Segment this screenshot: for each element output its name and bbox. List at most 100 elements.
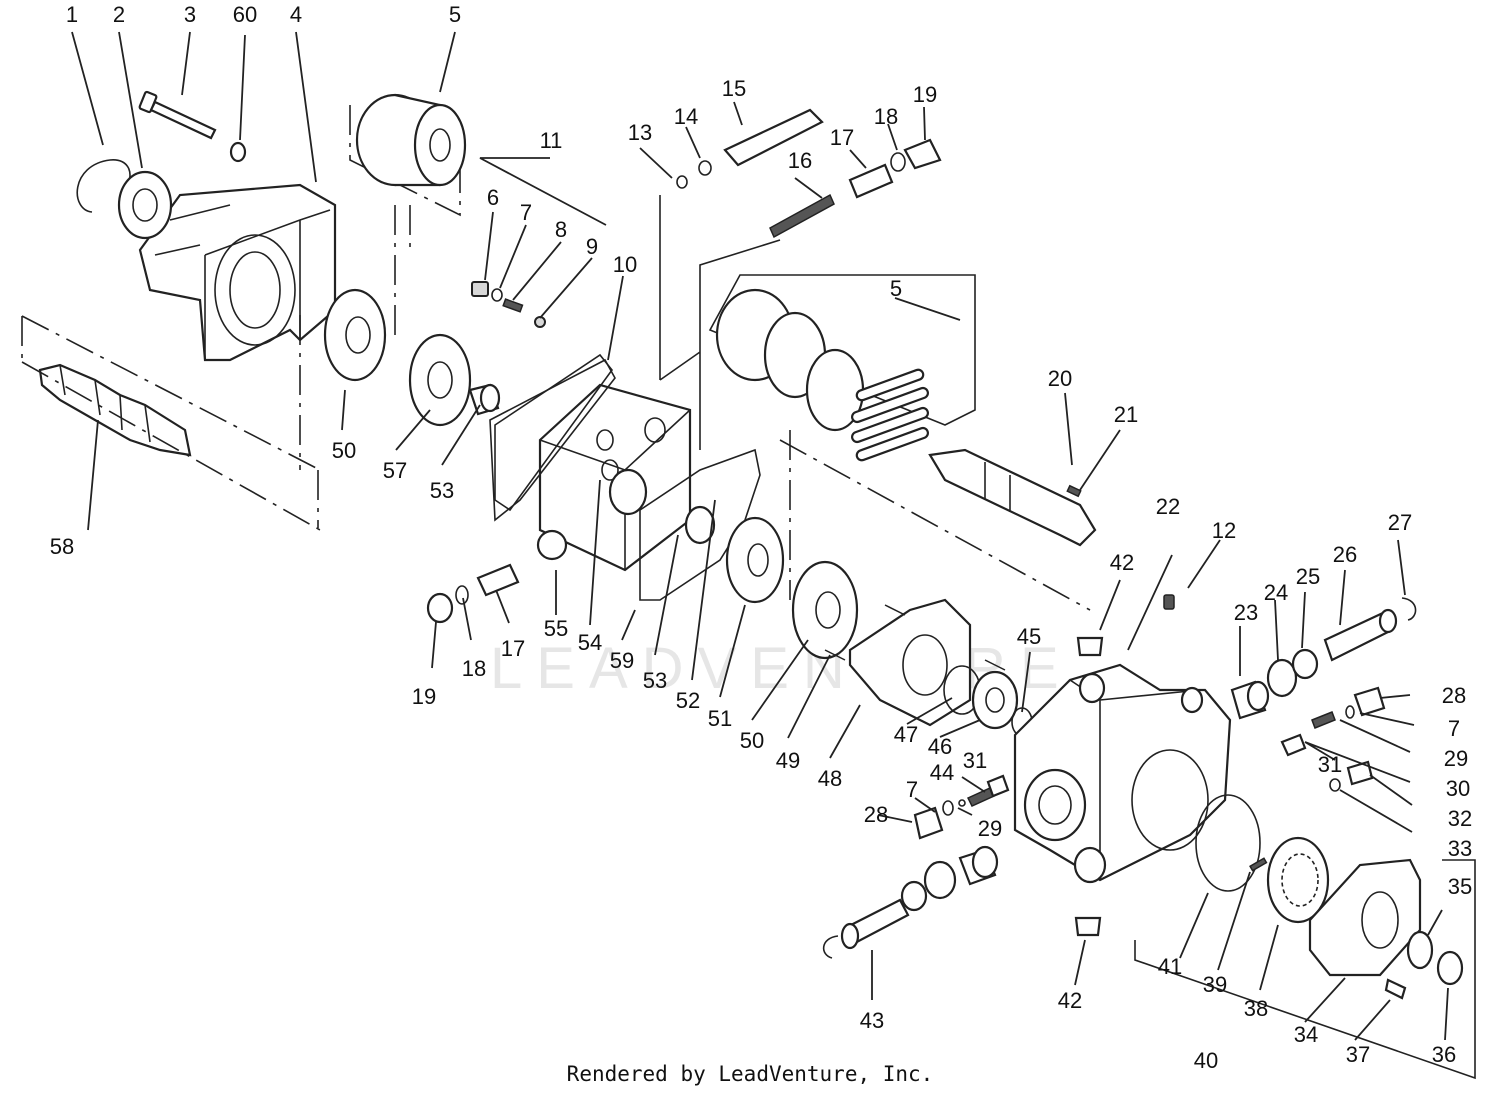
bearing-2	[117, 170, 173, 240]
callout-25: 25	[1296, 564, 1320, 589]
callout-52: 52	[676, 688, 700, 713]
shaft-20	[928, 448, 1097, 547]
callout-20: 20	[1048, 366, 1072, 391]
callout-30: 30	[1446, 776, 1470, 801]
callout-7-center: 7	[906, 777, 918, 802]
pin-39	[1249, 857, 1268, 872]
callout-24: 24	[1264, 580, 1288, 605]
callout-13: 13	[628, 120, 652, 145]
callout-12: 12	[1212, 518, 1236, 543]
callout-38: 38	[1244, 996, 1268, 1021]
thrust-washer-50-right	[791, 560, 859, 660]
shaft-43	[822, 845, 999, 959]
callout-10: 10	[613, 252, 637, 277]
swashplate-bearing-51	[725, 516, 785, 604]
credit-line: Rendered by LeadVenture, Inc.	[566, 1062, 934, 1086]
callout-2: 2	[113, 2, 125, 27]
callouts: 1 2 3 60 4 5 11 6 7 8 9 10 13 14 15 16 1…	[50, 2, 1472, 1073]
charge-cover-34	[1308, 858, 1422, 977]
callout-47: 47	[894, 722, 918, 747]
bolt-3	[138, 90, 217, 140]
relief-valve-left	[426, 563, 520, 624]
swashplate-bearing-57	[408, 333, 472, 427]
callout-17-top: 17	[830, 125, 854, 150]
swashplate-48	[824, 598, 1006, 727]
callout-26: 26	[1333, 542, 1357, 567]
callout-18-left: 18	[462, 656, 486, 681]
o-ring-41	[1195, 794, 1261, 892]
callout-3: 3	[184, 2, 196, 27]
callout-40: 40	[1194, 1048, 1218, 1073]
callout-5-top: 5	[449, 2, 461, 27]
callout-15: 15	[722, 76, 746, 101]
seal-24	[1266, 658, 1298, 698]
setscrew-12	[1163, 594, 1175, 610]
center-section-55	[536, 383, 692, 572]
seal-35	[1406, 930, 1434, 970]
callout-50-right: 50	[740, 728, 764, 753]
callout-6: 6	[487, 185, 499, 210]
callout-33: 33	[1448, 836, 1472, 861]
gerotor-38	[1266, 836, 1330, 924]
callout-16: 16	[788, 148, 812, 173]
callout-39: 39	[1203, 972, 1227, 997]
callout-27: 27	[1388, 510, 1412, 535]
callout-28-center: 28	[864, 802, 888, 827]
check-valve-parts-6-9	[471, 281, 546, 328]
callout-45: 45	[1017, 624, 1041, 649]
callout-19-left: 19	[412, 684, 436, 709]
callout-18-top: 18	[874, 104, 898, 129]
retaining-ring-27	[1401, 597, 1417, 621]
callout-44: 44	[930, 760, 954, 785]
bushing-53-top	[468, 383, 501, 416]
callout-49: 49	[776, 748, 800, 773]
callout-1: 1	[66, 2, 78, 27]
callout-8: 8	[555, 217, 567, 242]
callout-36: 36	[1432, 1042, 1456, 1067]
callout-4: 4	[290, 2, 302, 27]
main-housing-22	[1013, 663, 1232, 884]
callout-7-right: 7	[1448, 716, 1460, 741]
spring-16	[769, 193, 835, 239]
callout-51: 51	[708, 706, 732, 731]
shaft-58	[38, 363, 192, 457]
callout-46: 46	[928, 734, 952, 759]
washer-60	[229, 141, 247, 163]
washer-25	[1291, 648, 1319, 680]
bearing-46	[971, 670, 1019, 730]
pistons	[851, 368, 929, 462]
callout-21: 21	[1114, 402, 1138, 427]
callout-57: 57	[383, 458, 407, 483]
callout-11: 11	[540, 128, 563, 153]
callout-34: 34	[1294, 1022, 1318, 1047]
callout-53-center: 53	[643, 668, 667, 693]
thrust-washer-50-left	[323, 288, 387, 382]
callout-17-left: 17	[501, 636, 525, 661]
bushing-23	[1230, 680, 1270, 720]
callout-29-right: 29	[1444, 746, 1468, 771]
plug-42-bottom	[1074, 916, 1102, 937]
callout-55: 55	[544, 616, 568, 641]
callout-31-center: 31	[963, 748, 987, 773]
callout-41: 41	[1158, 954, 1182, 979]
callout-19-top: 19	[913, 82, 937, 107]
callout-42-top: 42	[1110, 550, 1134, 575]
callout-54: 54	[578, 630, 602, 655]
callout-58: 58	[50, 534, 74, 559]
callout-50-left: 50	[332, 438, 356, 463]
washer-36	[1436, 950, 1464, 986]
callout-59: 59	[610, 648, 634, 673]
callout-35: 35	[1448, 874, 1472, 899]
callout-60: 60	[233, 2, 257, 27]
charge-pump-shaft-15	[676, 108, 824, 189]
valve-parts-center	[913, 774, 1010, 840]
cylinder-block-5-right	[708, 274, 976, 462]
callout-22: 22	[1156, 494, 1180, 519]
callout-43: 43	[860, 1008, 884, 1033]
callout-7-top: 7	[520, 200, 532, 225]
gasket-10	[489, 358, 616, 522]
callout-5-right: 5	[890, 276, 902, 301]
callout-9: 9	[586, 234, 598, 259]
leader-lines	[71, 31, 1449, 1041]
